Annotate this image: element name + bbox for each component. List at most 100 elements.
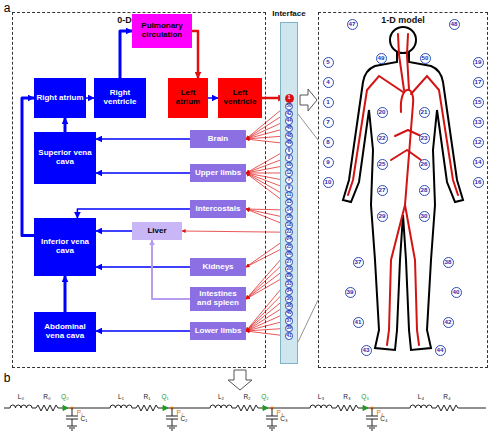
segment-number: 47 xyxy=(349,21,356,27)
compartment-box: Brain xyxy=(190,130,246,148)
flow-arrow xyxy=(96,172,190,174)
interface-band: Interface1504244464849681012791113141618… xyxy=(280,22,298,364)
segment-number: 42 xyxy=(445,319,452,325)
wire xyxy=(232,408,236,409)
ground-symbol xyxy=(167,426,177,430)
segment-number: 26 xyxy=(421,161,428,167)
body-outline xyxy=(343,53,463,350)
segment-number: 50 xyxy=(422,55,429,61)
wire xyxy=(332,408,336,409)
compartment-label: Lower limbs xyxy=(195,327,242,336)
segment-circle: 7 xyxy=(323,117,334,128)
component-label: R₃ xyxy=(343,394,350,401)
segment-circle: 47 xyxy=(347,19,358,30)
flow-arrow xyxy=(77,209,190,218)
segment-number: 8 xyxy=(288,156,291,161)
flow-arrow xyxy=(96,138,190,140)
flow-arrow xyxy=(120,31,132,78)
segment-number: 30 xyxy=(421,213,428,219)
segment-circle: 9 xyxy=(323,157,334,168)
compartment-label: Superior vena cava xyxy=(36,149,94,167)
segment-circle: 22 xyxy=(377,133,388,144)
segment-number: 6 xyxy=(288,149,291,154)
segment-number: 49 xyxy=(286,141,291,146)
flow-arrow xyxy=(152,240,190,299)
flow-arrow xyxy=(64,276,67,312)
segment-number: 28 xyxy=(421,187,428,193)
segment-number: 1 xyxy=(326,99,329,105)
segment-number: 26 xyxy=(286,252,291,257)
inductor-symbol xyxy=(10,405,32,408)
segment-number: 29 xyxy=(286,274,291,279)
segment-circle: 27 xyxy=(377,185,388,196)
segment-number: 37 xyxy=(355,259,362,265)
segment-circle: 41 xyxy=(353,317,364,328)
segment-number: 28 xyxy=(286,267,291,272)
artery xyxy=(398,34,404,90)
component-label: L₁ xyxy=(118,394,124,401)
segment-circle: 50 xyxy=(420,53,431,64)
segment-circle: 1 xyxy=(323,97,334,108)
resistor-symbol xyxy=(236,405,258,411)
compartment-box: Intestines and spleen xyxy=(190,287,246,311)
compartment-box: Upper limbs xyxy=(190,164,246,182)
compartment-box: Liver xyxy=(132,222,182,240)
model-panel: 0-D modelPulmonary circulationRight atri… xyxy=(12,12,266,368)
segment-circle: 10 xyxy=(323,177,334,188)
segment-number: 14 xyxy=(475,159,482,165)
artery xyxy=(391,130,421,160)
segment-number: 17 xyxy=(475,79,482,85)
circuit xyxy=(4,405,486,430)
compartment-label: Inferior vena cava xyxy=(36,238,94,256)
segment-circle: 48 xyxy=(449,19,460,30)
segment-number: 13 xyxy=(286,200,291,205)
compartment-label: Abdominal vena cava xyxy=(36,323,94,341)
flow-label: Q₀ xyxy=(61,394,69,401)
segment-circle: 30 xyxy=(419,211,430,222)
compartment-box: Superior vena cava xyxy=(34,132,96,184)
segment-number: 27 xyxy=(286,260,291,265)
segment-circle: 38 xyxy=(285,302,293,310)
ground-symbol xyxy=(67,426,77,430)
compartment-box: Lower limbs xyxy=(190,322,246,340)
segment-circle: 21 xyxy=(419,107,430,118)
compartment-label: Left ventricle xyxy=(220,89,260,107)
compartment-label: Pulmonary circulation xyxy=(134,22,190,40)
compartment-box: Left ventricle xyxy=(218,78,262,118)
bracket-line xyxy=(298,114,318,342)
segment-circle: 25 xyxy=(285,243,293,251)
capacitor-symbol xyxy=(166,408,178,426)
segment-number: 29 xyxy=(379,213,386,219)
outline-arrow xyxy=(228,370,252,390)
inductor-symbol xyxy=(410,405,432,408)
panel-letter: b xyxy=(4,372,11,384)
component-label: R₁ xyxy=(144,394,151,401)
model-panel: 1-D model5417891019171513121416474849502… xyxy=(318,12,488,368)
compartment-box: Right ventricle xyxy=(94,78,146,118)
segment-number: 48 xyxy=(451,21,458,27)
segment-circle: 39 xyxy=(345,287,356,298)
segment-circle: 14 xyxy=(285,206,293,214)
segment-circle: 44 xyxy=(285,117,293,125)
compartment-label: Intestines and spleen xyxy=(192,290,244,308)
artery xyxy=(407,34,409,90)
artery xyxy=(405,205,419,345)
segment-circle: 38 xyxy=(443,257,454,268)
segment-circle: 11 xyxy=(285,191,293,199)
segment-circle: 44 xyxy=(435,345,446,356)
segment-number: 5 xyxy=(326,59,329,65)
compartment-box: Inferior vena cava xyxy=(34,218,96,276)
segment-number: 7 xyxy=(326,119,329,125)
segment-number: 23 xyxy=(421,135,428,141)
flow-label: Q₂ xyxy=(261,394,269,401)
segment-number: 16 xyxy=(475,179,482,185)
compartment-box: Left atrium xyxy=(168,78,208,118)
segment-number: 44 xyxy=(437,347,444,353)
resistor-symbol xyxy=(136,405,158,411)
segment-circle: 5 xyxy=(323,57,334,68)
segment-number: 46 xyxy=(286,126,291,131)
flow-arrow xyxy=(263,406,268,411)
segment-circle: 37 xyxy=(353,257,364,268)
segment-number: 38 xyxy=(445,259,452,265)
capacitor-symbol xyxy=(266,408,278,426)
